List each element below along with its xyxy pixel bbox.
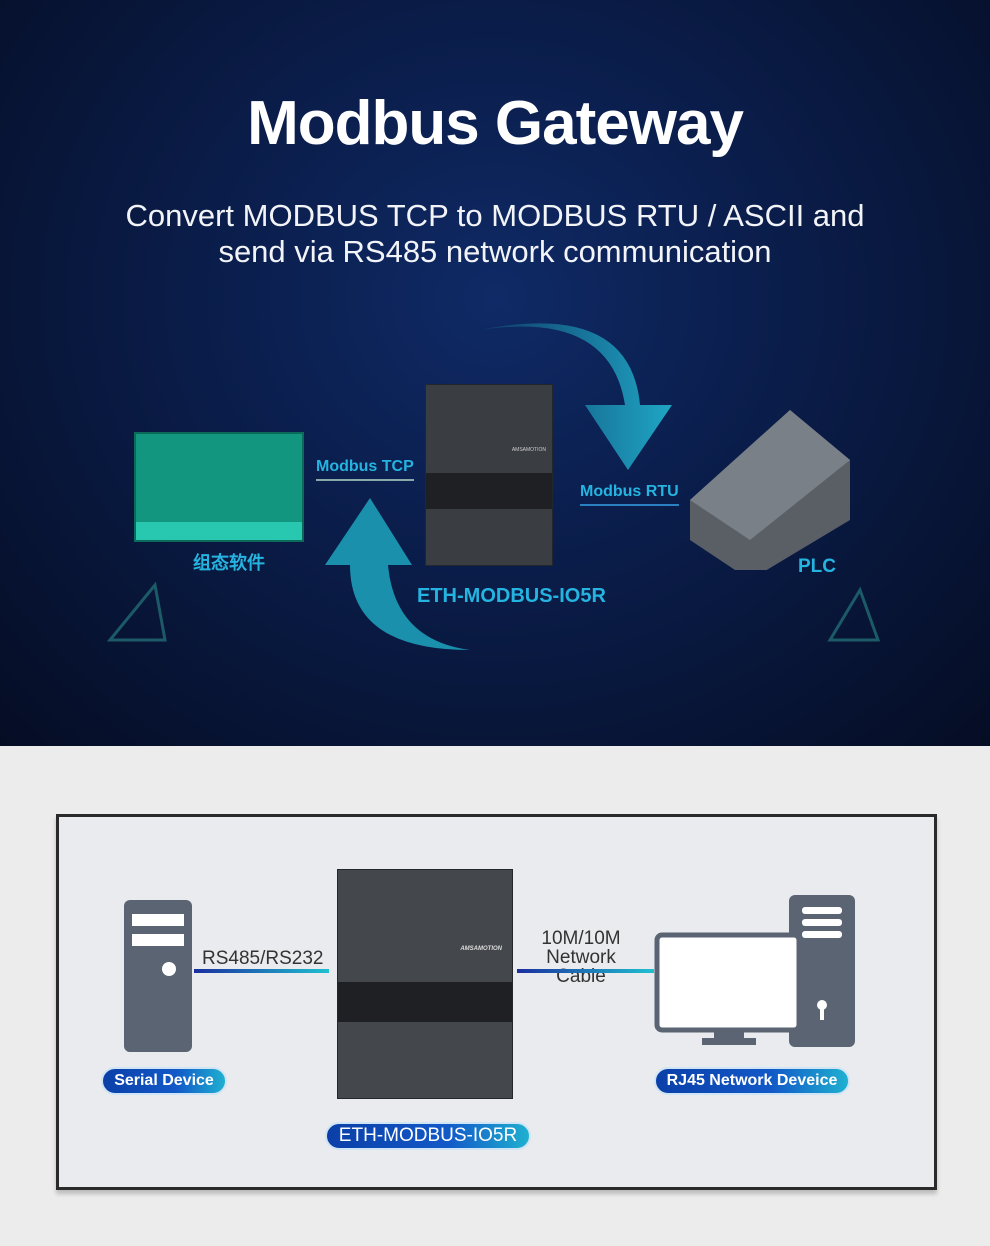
cable-label-line-1: 10M/10M: [541, 928, 621, 949]
subtitle-line-2: send via RS485 network communication: [218, 234, 772, 269]
network-device-badge: RJ45 Network Deveice: [654, 1067, 850, 1095]
plc-label: PLC: [798, 556, 836, 577]
brand-logo: AMSAMOTION: [511, 447, 546, 453]
device-badge: ETH-MODBUS-IO5R: [325, 1122, 531, 1150]
plc-image: [690, 410, 850, 570]
network-link-arrow: [517, 969, 654, 973]
arrow-down-icon: [480, 323, 672, 470]
serial-device-badge: Serial Device: [101, 1067, 227, 1095]
subtitle: Convert MODBUS TCP to MODBUS RTU / ASCII…: [0, 198, 990, 270]
hero-section: Modbus Gateway Convert MODBUS TCP to MOD…: [0, 0, 990, 746]
software-label: 组态软件: [193, 553, 265, 573]
scada-software-screenshot: [134, 432, 304, 542]
flow-arrows: [106, 323, 881, 650]
serial-device-icon: [124, 900, 192, 1052]
modbus-tcp-label: Modbus TCP: [316, 458, 414, 481]
rs485-label: RS485/RS232: [202, 948, 324, 969]
arrow-up-icon: [325, 498, 470, 650]
serial-link-arrow: [194, 969, 329, 973]
brand-logo: AMSAMOTION: [460, 946, 502, 952]
device-label: ETH-MODBUS-IO5R: [417, 585, 606, 607]
cable-label-line-2: Network Cable: [546, 947, 616, 987]
network-computer-icon: [654, 895, 855, 1047]
modbus-rtu-label: Modbus RTU: [580, 483, 679, 506]
subtitle-line-1: Convert MODBUS TCP to MODBUS RTU / ASCII…: [125, 198, 865, 233]
page-title: Modbus Gateway: [247, 89, 744, 158]
gateway-device-image: AMSAMOTION: [337, 869, 513, 1099]
gateway-device-image: AMSAMOTION: [425, 384, 553, 566]
